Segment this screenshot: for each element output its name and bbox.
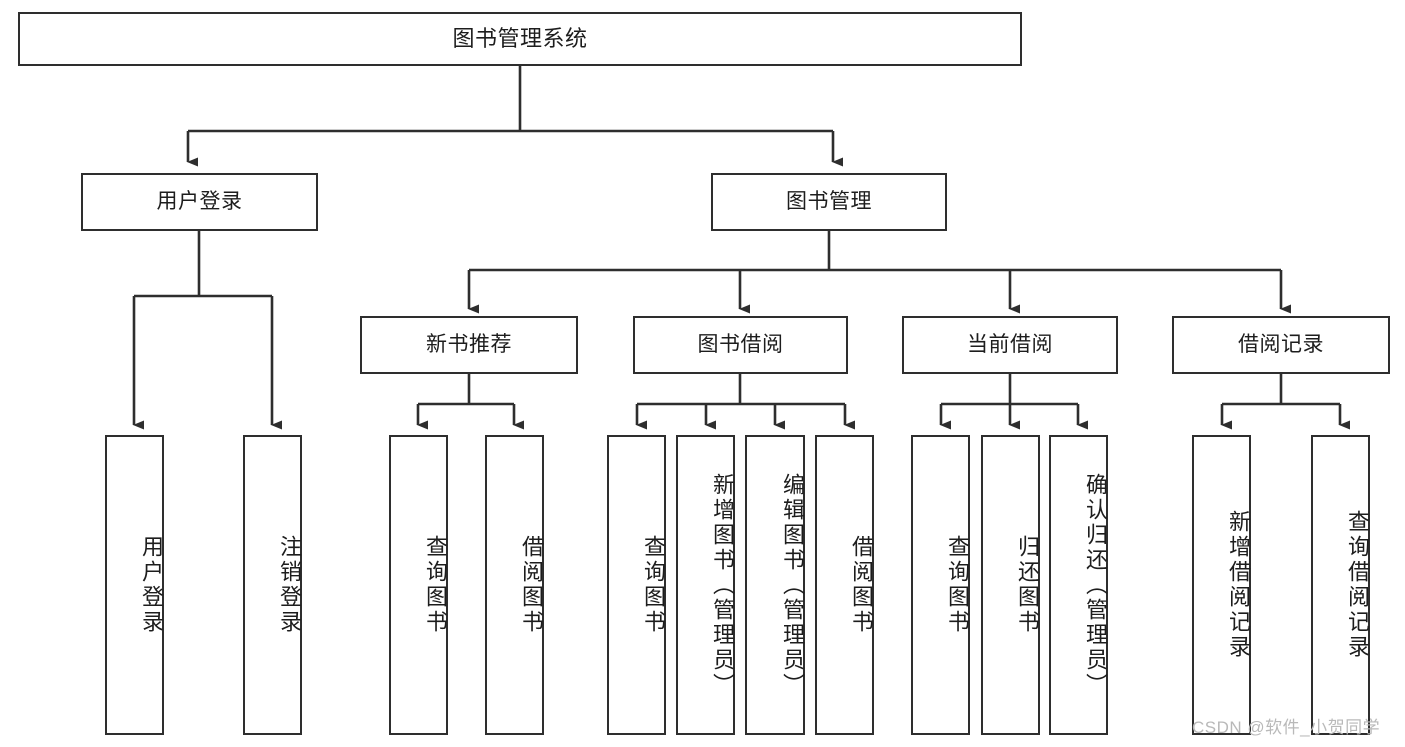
leaf-confirm-return-label: 确认归还（管理员） (1083, 472, 1108, 698)
node-new-book-recommend-label: 新书推荐 (426, 333, 512, 357)
leaf-query-book-1-label: 查询图书 (423, 535, 448, 635)
leaf-query-book-3[interactable]: 查询图书 (911, 435, 970, 735)
node-book-borrow-label: 图书借阅 (697, 333, 784, 357)
csdn-watermark: CSDN @软件_小贺同学 (1192, 718, 1381, 737)
node-book-borrow[interactable]: 图书借阅 (633, 316, 848, 374)
node-root-label: 图书管理系统 (452, 25, 588, 51)
leaf-query-book-2[interactable]: 查询图书 (607, 435, 666, 735)
leaf-query-record-label: 查询借阅记录 (1345, 510, 1370, 660)
node-user-login[interactable]: 用户登录 (81, 173, 318, 231)
leaf-return-book[interactable]: 归还图书 (981, 435, 1040, 735)
leaf-add-record-label: 新增借阅记录 (1226, 510, 1251, 660)
leaf-user-logout-label: 注销登录 (277, 535, 302, 635)
leaf-borrow-book-1[interactable]: 借阅图书 (485, 435, 544, 735)
node-current-borrow[interactable]: 当前借阅 (902, 316, 1118, 374)
leaf-edit-book[interactable]: 编辑图书（管理员） (745, 435, 805, 735)
leaf-return-book-label: 归还图书 (1015, 535, 1040, 635)
leaf-borrow-book-1-label: 借阅图书 (519, 535, 544, 635)
leaf-add-book[interactable]: 新增图书（管理员） (676, 435, 735, 735)
leaf-query-record[interactable]: 查询借阅记录 (1311, 435, 1370, 735)
node-user-login-label: 用户登录 (156, 190, 243, 214)
leaf-user-login[interactable]: 用户登录 (105, 435, 164, 735)
leaf-query-book-1[interactable]: 查询图书 (389, 435, 448, 735)
node-borrow-record-label: 借阅记录 (1238, 333, 1324, 357)
leaf-borrow-book-2[interactable]: 借阅图书 (815, 435, 874, 735)
node-book-manage[interactable]: 图书管理 (711, 173, 947, 231)
leaf-query-book-3-label: 查询图书 (945, 535, 970, 635)
node-root-system[interactable]: 图书管理系统 (18, 12, 1022, 66)
leaf-user-logout[interactable]: 注销登录 (243, 435, 302, 735)
leaf-add-book-label: 新增图书（管理员） (710, 472, 735, 698)
leaf-confirm-return[interactable]: 确认归还（管理员） (1049, 435, 1108, 735)
node-new-book-recommend[interactable]: 新书推荐 (360, 316, 578, 374)
leaf-query-book-2-label: 查询图书 (641, 535, 666, 635)
leaf-add-record[interactable]: 新增借阅记录 (1192, 435, 1251, 735)
leaf-user-login-label: 用户登录 (139, 535, 164, 635)
node-current-borrow-label: 当前借阅 (967, 333, 1053, 357)
leaf-edit-book-label: 编辑图书（管理员） (780, 472, 805, 698)
leaf-borrow-book-2-label: 借阅图书 (849, 535, 874, 635)
node-book-manage-label: 图书管理 (786, 190, 872, 214)
node-borrow-record[interactable]: 借阅记录 (1172, 316, 1390, 374)
